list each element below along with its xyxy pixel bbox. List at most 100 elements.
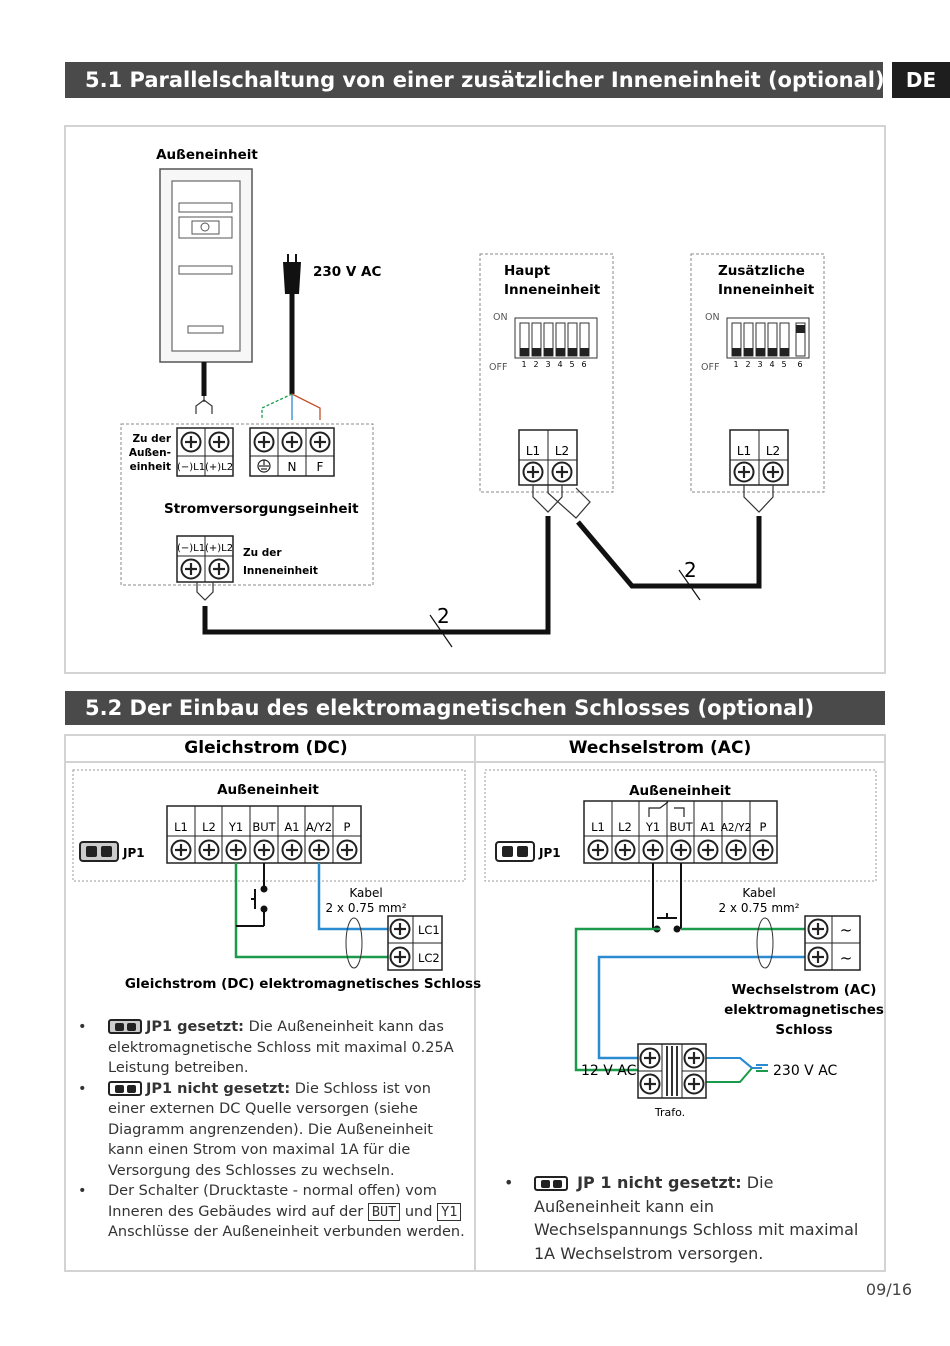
svg-text:6: 6 — [797, 360, 802, 369]
svg-text:(−)L1: (−)L1 — [177, 462, 205, 473]
svg-text:2: 2 — [533, 360, 538, 369]
outdoor-unit — [159, 168, 253, 414]
psu-power-terminal-block: N F — [249, 427, 335, 477]
ground-icon — [257, 459, 271, 473]
svg-text:Außen-: Außen- — [129, 447, 171, 459]
dc-cable-label: Kabel 2 x 0.75 mm² — [325, 886, 406, 915]
section2-header: 5.2 Der Einbau des elektromagnetischen S… — [65, 691, 885, 725]
main-indoor-terminal-block: L1 L2 — [518, 429, 578, 486]
svg-text:einheit: einheit — [130, 461, 171, 473]
jumper-open-icon — [534, 1176, 568, 1191]
svg-text:Y1: Y1 — [228, 820, 243, 834]
svg-text:Schloss: Schloss — [775, 1022, 832, 1038]
svg-text:2: 2 — [745, 360, 750, 369]
dc-outdoor-box — [72, 769, 466, 882]
svg-text:2: 2 — [437, 604, 450, 628]
svg-text:2 x 0.75 mm²: 2 x 0.75 mm² — [325, 901, 406, 915]
ac-wiring — [574, 863, 805, 1083]
svg-text:4: 4 — [769, 360, 774, 369]
outdoor-unit-label: Außeneinheit — [156, 147, 258, 163]
jumper-set-icon — [108, 1019, 142, 1034]
to-outdoor-label: Zu der Außen- einheit — [129, 433, 172, 473]
ac-jp1-jumper: JP1 — [495, 841, 561, 862]
svg-text:L2: L2 — [202, 820, 216, 834]
trafo-label: Trafo. — [654, 1106, 685, 1119]
ac-outdoor-label: Außeneinheit — [629, 783, 731, 799]
section1-header: 5.1 Parallelschaltung von einer zusätzli… — [65, 62, 885, 98]
ac-notes: • JP 1 nicht gesetzt: Die Außeneinheit k… — [490, 1171, 870, 1265]
svg-text:LC1: LC1 — [418, 923, 440, 937]
main-indoor-label: Haupt Inneneinheit — [504, 263, 601, 298]
dc-note-jp1-set: • JP1 gesetzt: Die Außeneinheit kann das… — [78, 1019, 454, 1076]
svg-text:1: 1 — [521, 360, 526, 369]
dc-lock-caption: Gleichstrom (DC) elektromagnetisches Sch… — [125, 976, 481, 992]
svg-text:JP1: JP1 — [538, 846, 561, 860]
section1-title: 5.1 Parallelschaltung von einer zusätzli… — [85, 68, 885, 92]
to-indoor-label: Zu der Inneneinheit — [243, 547, 318, 577]
extra-indoor-terminal-block: L1 L2 — [729, 429, 789, 486]
svg-text:1: 1 — [733, 360, 738, 369]
svg-text:N: N — [288, 460, 297, 474]
svg-text:Zusätzliche: Zusätzliche — [718, 263, 805, 279]
extra-indoor-label: Zusätzliche Inneneinheit — [718, 263, 815, 298]
svg-text:L2: L2 — [766, 444, 780, 458]
power-plug-icon — [261, 254, 321, 420]
transformer — [637, 1043, 707, 1099]
svg-text:Kabel: Kabel — [349, 886, 382, 900]
svg-text:OFF: OFF — [701, 362, 719, 373]
dc-heading: Gleichstrom (DC) — [184, 738, 347, 758]
section2-title: 5.2 Der Einbau des elektromagnetischen S… — [85, 696, 815, 720]
svg-text:L2: L2 — [555, 444, 569, 458]
page-number: 09/16 — [865, 1280, 912, 1299]
svg-text:A1: A1 — [284, 820, 299, 834]
svg-text:Zu der: Zu der — [243, 547, 282, 559]
power-label: 230 V AC — [313, 264, 381, 280]
svg-text:F: F — [317, 460, 324, 474]
svg-text:~: ~ — [840, 949, 853, 967]
svg-text:L2: L2 — [618, 820, 632, 834]
dc-notes: • JP1 gesetzt: Die Außeneinheit kann das… — [64, 1017, 468, 1243]
svg-text:L1: L1 — [737, 444, 751, 458]
ac-cable-label: Kabel 2 x 0.75 mm² — [718, 886, 799, 915]
language-tab: DE — [892, 62, 950, 98]
svg-text:L1: L1 — [591, 820, 605, 834]
svg-text:ON: ON — [493, 312, 508, 323]
svg-text:~: ~ — [840, 921, 853, 939]
svg-text:A1: A1 — [700, 820, 715, 834]
svg-text:Haupt: Haupt — [504, 263, 551, 279]
svg-text:Wechselstrom (AC): Wechselstrom (AC) — [732, 982, 877, 998]
dc-wiring — [234, 863, 388, 969]
svg-text:(−)L1: (−)L1 — [177, 543, 205, 554]
svg-text:L1: L1 — [174, 820, 188, 834]
svg-text:P: P — [760, 820, 767, 834]
svg-text:P: P — [344, 820, 351, 834]
ac-heading: Wechselstrom (AC) — [569, 738, 751, 758]
svg-text:(+)L2: (+)L2 — [205, 462, 233, 473]
svg-text:A/Y2: A/Y2 — [306, 820, 332, 834]
trafo-output-label: 230 V AC — [773, 1063, 838, 1079]
extra-indoor-box — [690, 253, 825, 493]
svg-text:Kabel: Kabel — [742, 886, 775, 900]
svg-text:Inneneinheit: Inneneinheit — [718, 282, 815, 298]
svg-text:6: 6 — [581, 360, 586, 369]
svg-text:L1: L1 — [526, 444, 540, 458]
svg-text:Zu der: Zu der — [132, 433, 171, 445]
psu-indoor-terminal-block: (−)L1 (+)L2 — [176, 535, 234, 583]
svg-text:BUT: BUT — [669, 820, 693, 834]
section1-diagram-frame — [64, 125, 886, 674]
svg-text:Inneneinheit: Inneneinheit — [243, 565, 318, 577]
svg-text:5: 5 — [781, 360, 786, 369]
svg-text:5: 5 — [569, 360, 574, 369]
ac-note-jp1-not-set: • JP 1 nicht gesetzt: Die Außeneinheit k… — [504, 1173, 859, 1263]
svg-text:JP1: JP1 — [122, 846, 145, 860]
dc-note-switch: • Der Schalter (Drucktaste - normal offe… — [78, 1183, 465, 1240]
svg-text:4: 4 — [557, 360, 562, 369]
svg-text:LC2: LC2 — [418, 951, 440, 965]
trafo-input-label: 12 V AC — [581, 1063, 637, 1079]
svg-text:elektromagnetisches: elektromagnetisches — [724, 1002, 884, 1018]
main-indoor-box — [479, 253, 614, 493]
